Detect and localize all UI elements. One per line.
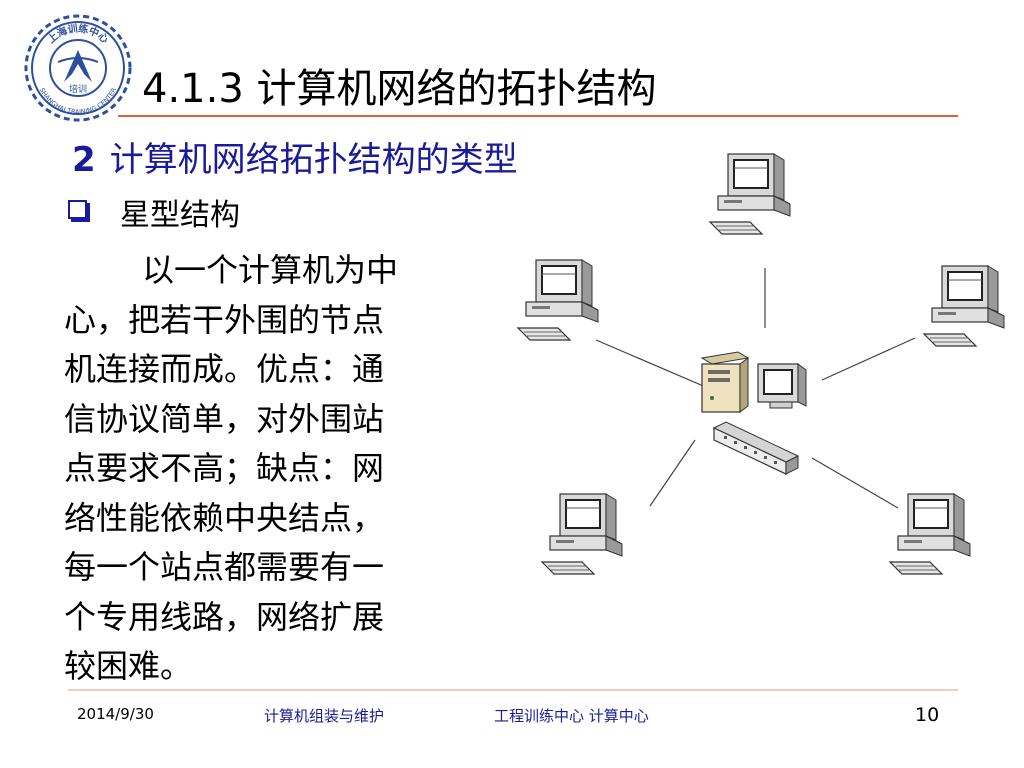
topology-link: [821, 337, 916, 381]
page-number: 10: [915, 704, 940, 726]
description-line: 较困难。: [64, 647, 193, 685]
footer-organization: 工程训练中心 计算中心: [494, 707, 649, 725]
description-text: 以一个计算机为中 心，把若干外围的节点 机连接而成。优点：通 信协议简单，对外围…: [64, 246, 440, 692]
description-line: 信协议简单，对外围站: [64, 399, 385, 438]
description-line: 个专用线路，网络扩展: [64, 597, 385, 636]
description-line: 机连接而成。优点：通: [64, 350, 385, 388]
footer-date: 2014/9/30: [77, 705, 154, 723]
training-center-logo-icon: 上海训练中心 SHANGHAI TRAINING CENTER 培训: [24, 14, 132, 122]
svg-text:上海训练中心: 上海训练中心: [45, 22, 111, 46]
logo-top-text: 上海训练中心: [45, 22, 111, 46]
section-heading-text: 计算机网络拓扑结构的类型: [109, 140, 518, 180]
computer-workstation-icon: [541, 493, 623, 575]
topology-link: [649, 439, 696, 507]
description-line: 络性能依赖中央结点，: [64, 498, 385, 537]
star-topology-diagram: [517, 153, 1005, 575]
checkbox-bullet-icon: [68, 200, 87, 219]
computer-workstation-icon: [923, 265, 1005, 347]
footer-divider: [68, 689, 958, 691]
title-divider: [118, 115, 958, 117]
description-line: 每一个站点都需要有一: [64, 548, 385, 586]
bullet-label: 星型结构: [120, 198, 240, 233]
computer-workstation-icon: [709, 153, 791, 235]
monitor-icon: [757, 363, 807, 409]
footer-course-name: 计算机组装与维护: [264, 707, 385, 725]
description-line: 点要求不高；缺点：网: [64, 449, 385, 487]
description-line: 心，把若干外围的节点: [64, 300, 385, 339]
section-heading: 2 计算机网络拓扑结构的类型: [72, 132, 518, 181]
logo-center-text: 培训: [69, 83, 87, 95]
topology-link: [811, 457, 899, 509]
section-number: 2: [72, 140, 96, 180]
description-line: 以一个计算机为中: [142, 251, 399, 289]
computer-workstation-icon: [889, 493, 971, 575]
logo-emblem: [57, 50, 99, 82]
computer-workstation-icon: [517, 259, 599, 341]
hub-switch-icon: [712, 421, 800, 475]
server-tower-icon: [700, 351, 750, 413]
page-title: 4.1.3 计算机网络的拓扑结构: [142, 66, 657, 112]
topology-link: [595, 339, 709, 389]
